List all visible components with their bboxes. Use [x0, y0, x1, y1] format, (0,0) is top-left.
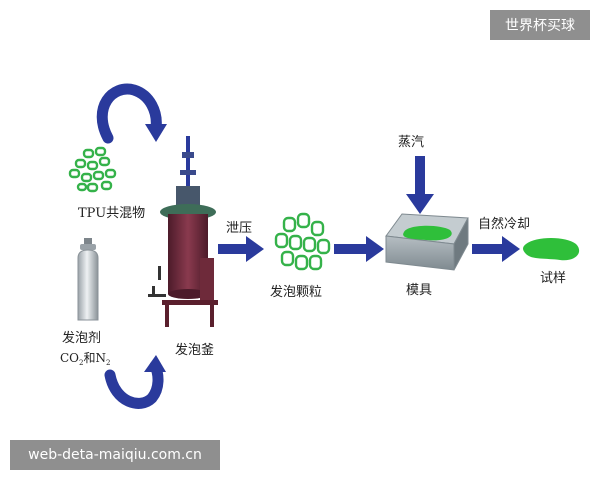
steam-label: 蒸汽 [398, 135, 424, 150]
bottom-cycle-arrow-icon [104, 355, 166, 409]
gas-and-text: 和N [84, 351, 107, 365]
watermark-top-right: 世界杯买球 [490, 10, 590, 40]
gas-cylinder-icon [77, 238, 99, 321]
mold-label: 模具 [406, 283, 432, 298]
steam-arrow-icon [406, 156, 434, 214]
foamed-beads-label: 发泡颗粒 [270, 284, 322, 300]
sample-label: 试样 [540, 271, 566, 286]
reactor-vessel-icon [148, 136, 218, 327]
arrow-to-sample [472, 236, 520, 262]
pressure-release-label: 泄压 [226, 221, 252, 236]
arrow-to-mold [334, 236, 384, 262]
foaming-vessel-label: 发泡釜 [175, 342, 214, 358]
blowing-agent-label: 发泡剂 [62, 330, 101, 346]
gas-formula-label: CO2和N2 [60, 351, 110, 367]
tpu-blend-label: TPU共混物 [78, 206, 145, 221]
arrow-to-beads [218, 236, 264, 262]
sample-icon [523, 238, 580, 261]
foamed-beads-icon [274, 212, 331, 271]
watermark-bottom-left: web-deta-maiqiu.com.cn [10, 440, 220, 470]
mold-icon [385, 213, 469, 271]
gas-sub-2a: 2 [79, 359, 83, 367]
gas-sub-2b: 2 [106, 359, 110, 367]
gas-co-text: CO [60, 351, 79, 365]
tpu-blend-beads-icon [68, 146, 117, 193]
natural-cooling-label: 自然冷却 [478, 216, 530, 232]
top-cycle-arrow-icon [96, 83, 167, 144]
